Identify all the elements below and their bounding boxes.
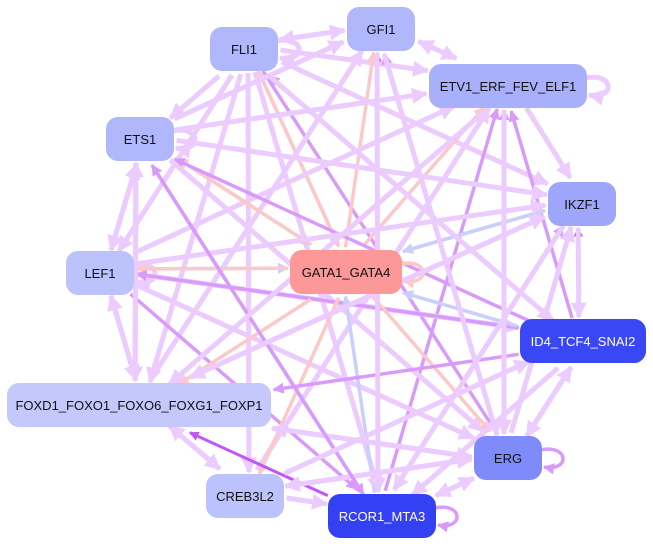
edge-etv1_erf_fev_elf1-to-gfi1	[417, 39, 458, 61]
node-lef1[interactable]: LEF1	[66, 251, 134, 295]
node-label: FLI1	[230, 41, 257, 57]
edge-erg-to-id4_tcf4_snai2	[524, 365, 574, 438]
edge-foxd1_foxo1_foxo6_foxg1_foxp1-to-lef1	[107, 294, 139, 381]
edge-ets1-to-rcor1_mta3	[150, 164, 365, 496]
edge-fli1-to-fli1	[275, 37, 302, 69]
edge-id4_tcf4_snai2-to-ets1	[173, 157, 530, 323]
edge-ikzf1-to-gata1_gata4	[401, 208, 546, 255]
edge-rcor1_mta3-to-erg	[434, 475, 476, 498]
node-label: CREB3L2	[216, 488, 274, 504]
edge-fli1-to-ets1	[168, 74, 221, 120]
edge-gata1_gata4-to-erg	[368, 292, 492, 433]
edge-erg-to-erg	[539, 447, 565, 475]
edge-id4_tcf4_snai2-to-lef1	[135, 269, 519, 330]
node-label: IKZF1	[564, 196, 600, 212]
node-label: RCOR1_MTA3	[338, 508, 426, 524]
edge-etv1_erf_fev_elf1-to-etv1_erf_fev_elf1	[584, 74, 611, 106]
edge-lef1-to-etv1_erf_fev_elf1	[133, 104, 456, 256]
node-ets1[interactable]: ETS1	[106, 117, 174, 161]
node-rcor1-mta3[interactable]: RCOR1_MTA3	[328, 494, 436, 538]
edge-creb3l2-to-foxd1_foxo1_foxo6_foxg1_foxp1	[167, 424, 222, 471]
node-label: ID4_TCF4_SNAI2	[530, 333, 636, 349]
edge-ikzf1-to-foxd1_foxo1_foxo6_foxg1_foxp1	[188, 214, 546, 380]
edge-ikzf1-to-rcor1_mta3	[391, 224, 566, 492]
edge-rcor1_mta3-to-gata1_gata4	[341, 295, 377, 493]
edge-ets1-to-gfi1	[173, 39, 345, 122]
edge-ets1-to-erg	[168, 158, 485, 433]
edge-ets1-to-ikzf1	[176, 137, 549, 201]
edge-creb3l2-to-rcor1_mta3	[286, 493, 329, 510]
edge-etv1_erf_fev_elf1-to-foxd1_foxo1_foxo6_foxg1_foxp1	[167, 111, 485, 386]
edge-ets1-to-etv1_erf_fev_elf1	[175, 87, 429, 133]
edge-gata1_gata4-to-ets1	[177, 157, 312, 247]
edge-foxd1_foxo1_foxo6_foxg1_foxp1-to-erg	[272, 425, 474, 463]
node-gfi1[interactable]: GFI1	[347, 7, 415, 51]
node-gata1-gata4[interactable]: GATA1_GATA4	[290, 250, 402, 294]
node-creb3l2[interactable]: CREB3L2	[206, 474, 284, 518]
node-label: ERG	[493, 450, 523, 466]
edge-creb3l2-to-id4_tcf4_snai2	[283, 359, 531, 476]
node-label: LEF1	[84, 265, 116, 281]
node-erg[interactable]: ERG	[474, 436, 542, 480]
edge-lef1-to-ets1	[108, 162, 141, 251]
node-ikzf1[interactable]: IKZF1	[548, 182, 616, 226]
node-id4-tcf4-snai2[interactable]: ID4_TCF4_SNAI2	[520, 319, 646, 363]
edge-ets1-to-foxd1_foxo1_foxo6_foxg1_foxp1	[127, 162, 144, 383]
edge-etv1_erf_fev_elf1-to-ikzf1	[524, 106, 573, 180]
node-foxd1-foxo1-foxo6-foxg1-foxp1[interactable]: FOXD1_FOXO1_FOXO6_FOXG1_FOXP1	[7, 383, 271, 427]
node-label: GFI1	[366, 21, 396, 37]
edge-fli1-to-foxd1_foxo1_foxo6_foxg1_foxp1	[146, 73, 244, 384]
edge-gfi1-to-erg	[381, 53, 501, 437]
edge-rcor1_mta3-to-rcor1_mta3	[433, 505, 459, 533]
edge-id4_tcf4_snai2-to-rcor1_mta3	[410, 366, 560, 497]
node-label: GATA1_GATA4	[301, 264, 391, 280]
edges-layer	[107, 24, 611, 533]
edge-ets1-to-ets1	[171, 127, 198, 159]
edge-gata1_gata4-to-lef1	[134, 263, 288, 275]
node-label: ETV1_ERF_FEV_ELF1	[439, 78, 577, 94]
node-label: ETS1	[123, 131, 157, 147]
node-etv1-erf-fev-elf1[interactable]: ETV1_ERF_FEV_ELF1	[429, 64, 587, 108]
edge-gfi1-to-fli1	[277, 27, 345, 46]
node-label: FOXD1_FOXO1_FOXO6_FOXG1_FOXP1	[15, 397, 263, 413]
edge-rcor1_mta3-to-etv1_erf_fev_elf1	[383, 107, 500, 492]
edge-ikzf1-to-id4_tcf4_snai2	[570, 228, 587, 319]
node-fli1[interactable]: FLI1	[210, 27, 278, 71]
